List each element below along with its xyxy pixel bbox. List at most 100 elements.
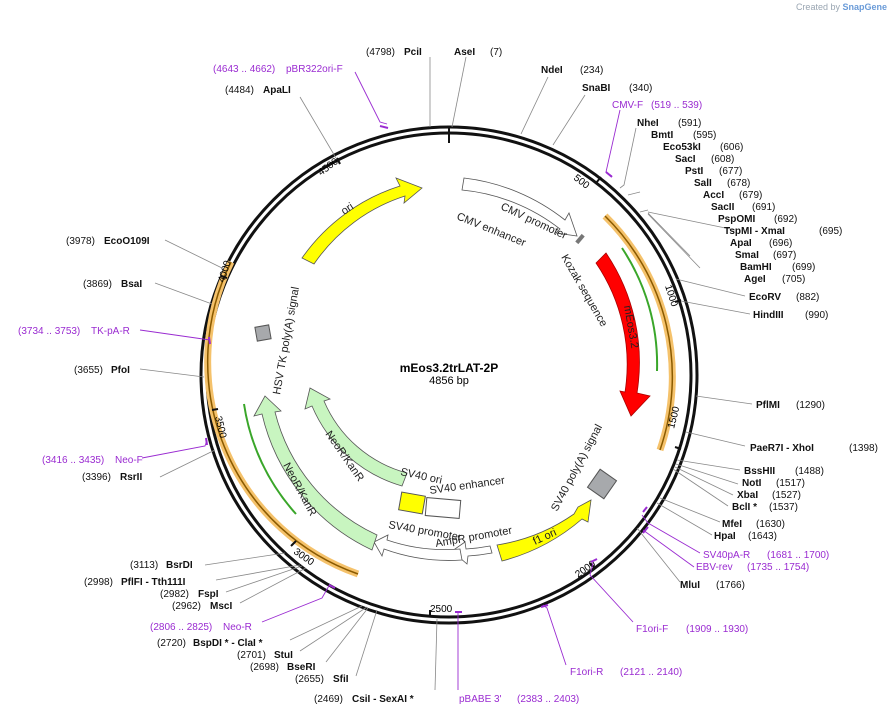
site-pfoi[interactable]: (3655)PfoI: [74, 365, 130, 376]
cmv-arrow[interactable]: [461, 177, 578, 237]
site-nhei[interactable]: NheI(591): [637, 118, 701, 129]
primer-neof[interactable]: (3416 .. 3435)Neo-F: [42, 455, 143, 466]
primer-labels: (4643 .. 4662)pBR322ori-F CMV-F(519 .. 5…: [18, 64, 829, 705]
primer-cmvf[interactable]: CMV-F(519 .. 539): [612, 100, 702, 111]
primer-neor[interactable]: (2806 .. 2825)Neo-R: [150, 622, 252, 633]
neor-outer-arrow[interactable]: [253, 395, 378, 551]
site-pos: (1527): [772, 490, 801, 501]
site-apai[interactable]: ApaI(696): [730, 238, 792, 249]
site-hindiii[interactable]: HindIII(990): [753, 310, 828, 321]
site-csii[interactable]: (2469)CsiI - SexAI *: [314, 694, 414, 705]
site-sfii[interactable]: (2655)SfiI: [295, 674, 349, 685]
site-pos: (679): [739, 190, 762, 201]
watermark-prefix: Created by: [795, 2, 840, 12]
leader-stui: [299, 606, 368, 652]
leader-c2: [647, 212, 691, 257]
site-pos: (3396): [82, 472, 111, 483]
leader-mfei: [659, 497, 721, 523]
site-name: FspI: [198, 589, 219, 600]
site-name: PciI: [404, 47, 422, 58]
site-pos: (1398): [849, 443, 878, 454]
site-pos: (2962): [172, 601, 201, 612]
site-acci[interactable]: AccI(679): [703, 190, 762, 201]
leader-bseri: [325, 607, 369, 663]
primer-pbabe3[interactable]: pBABE 3'(2383 .. 2403): [459, 694, 579, 705]
primer-leader-pbr322: [354, 71, 388, 125]
site-asei[interactable]: AseI(7): [454, 47, 502, 58]
primer-leaders: [139, 71, 701, 690]
site-pos: (705): [782, 274, 805, 285]
leader-c1: [639, 209, 649, 213]
primer-f1orif[interactable]: F1ori-F(1909 .. 1930): [636, 624, 748, 635]
site-pos: (2720): [157, 638, 186, 649]
leader-eco0109i: [164, 239, 223, 269]
leader-c3: [647, 213, 701, 269]
site-agei[interactable]: AgeI(705): [744, 274, 805, 285]
site-mlui[interactable]: MluI(1766): [680, 580, 745, 591]
site-eco0109i[interactable]: (3978)EcoO109I: [66, 236, 150, 247]
site-hpai[interactable]: HpaI(1643): [714, 531, 777, 542]
site-name: BsrDI: [166, 560, 193, 571]
primer-f1orir[interactable]: F1ori-R(2121 .. 2140): [570, 667, 682, 678]
site-noti[interactable]: NotI(1517): [742, 478, 805, 489]
site-fspi[interactable]: (2982)FspI: [160, 589, 219, 600]
meos-arrow[interactable]: [595, 252, 651, 417]
primer-range: (2121 .. 2140): [620, 667, 682, 678]
site-bmti[interactable]: BmtI(595): [651, 130, 716, 141]
site-mfei[interactable]: MfeI(1630): [722, 519, 785, 530]
site-name: StuI: [274, 650, 293, 661]
primer-ebvrev[interactable]: EBV-rev(1735 .. 1754): [696, 562, 809, 573]
primer-pbr322ori[interactable]: (4643 .. 4662)pBR322ori-F: [213, 64, 343, 75]
site-bspdi[interactable]: (2720)BspDI * - ClaI *: [157, 638, 263, 649]
site-pos: (699): [792, 262, 815, 273]
site-apali[interactable]: (4484)ApaLI: [225, 85, 291, 96]
site-xbai[interactable]: XbaI (1527): [737, 490, 801, 501]
site-smai[interactable]: SmaI(697): [735, 250, 796, 261]
site-pos: (677): [719, 166, 742, 177]
site-psci[interactable]: (4798)PciI: [366, 47, 422, 58]
primer-mark-pbr322: [379, 125, 389, 129]
primer-tkpar[interactable]: (3734 .. 3753)TK-pA-R: [18, 326, 130, 337]
site-stui[interactable]: (2701)StuI: [237, 650, 293, 661]
site-pos: (1290): [796, 400, 825, 411]
site-paer7i[interactable]: PaeR7I - XhoI(1398): [750, 443, 878, 454]
site-saci[interactable]: SacI(608): [675, 154, 734, 165]
site-tspmi[interactable]: TspMI - XmaI(695): [724, 226, 842, 237]
site-rsrii[interactable]: (3396)RsrII: [82, 472, 142, 483]
site-bsrdi[interactable]: (3113) BsrDI: [130, 560, 193, 571]
site-sali[interactable]: SalI(678): [694, 178, 750, 189]
site-ndei[interactable]: NdeI(234): [541, 65, 603, 76]
site-msci[interactable]: (2962) MscI: [172, 601, 232, 612]
primer-range: (519 .. 539): [651, 100, 702, 111]
backbone-outer-ring: [199, 125, 699, 625]
f1ori-arrow[interactable]: [496, 499, 592, 562]
neor-inner-arrow[interactable]: [304, 387, 408, 487]
site-eco53ki[interactable]: Eco53kI(606): [663, 142, 743, 153]
site-bsai[interactable]: (3869)BsaI: [83, 279, 142, 290]
ori-label: ori: [339, 201, 356, 218]
site-pflfi[interactable]: (2998)PflFI - Tth111I: [84, 577, 186, 588]
site-name: XbaI: [737, 490, 758, 501]
primer-range: (1735 .. 1754): [747, 562, 809, 573]
site-name: MfeI: [722, 519, 742, 530]
sv40-promoter-arrow[interactable]: [373, 534, 463, 561]
site-pos: (3113): [130, 560, 158, 571]
site-name: MscI: [210, 601, 232, 612]
site-bamhi[interactable]: BamHI(699): [740, 262, 815, 273]
site-bseri[interactable]: (2698)BseRI: [250, 662, 316, 673]
site-psti[interactable]: PstI(677): [685, 166, 742, 177]
site-sacii[interactable]: SacII(691): [711, 202, 775, 213]
site-pflmi[interactable]: PflMI(1290): [756, 400, 825, 411]
primer-sv40pa[interactable]: SV40pA-R(1681 .. 1700): [703, 550, 829, 561]
site-ecorv[interactable]: EcoRV(882): [749, 292, 819, 303]
site-name: SmaI: [735, 250, 759, 261]
site-snabi[interactable]: SnaBI(340): [582, 83, 652, 94]
leader-hpai: [656, 502, 713, 536]
tick-mark-4000: [220, 275, 228, 279]
site-bsshii[interactable]: BssHII(1488): [744, 466, 824, 477]
site-pspomi[interactable]: PspOMI(692): [718, 214, 797, 225]
ori-arrow[interactable]: [301, 177, 423, 265]
primer-leader-f1orir: [542, 604, 567, 666]
site-name: BmtI: [651, 130, 673, 141]
site-bcli[interactable]: BclI *(1537): [732, 502, 798, 513]
